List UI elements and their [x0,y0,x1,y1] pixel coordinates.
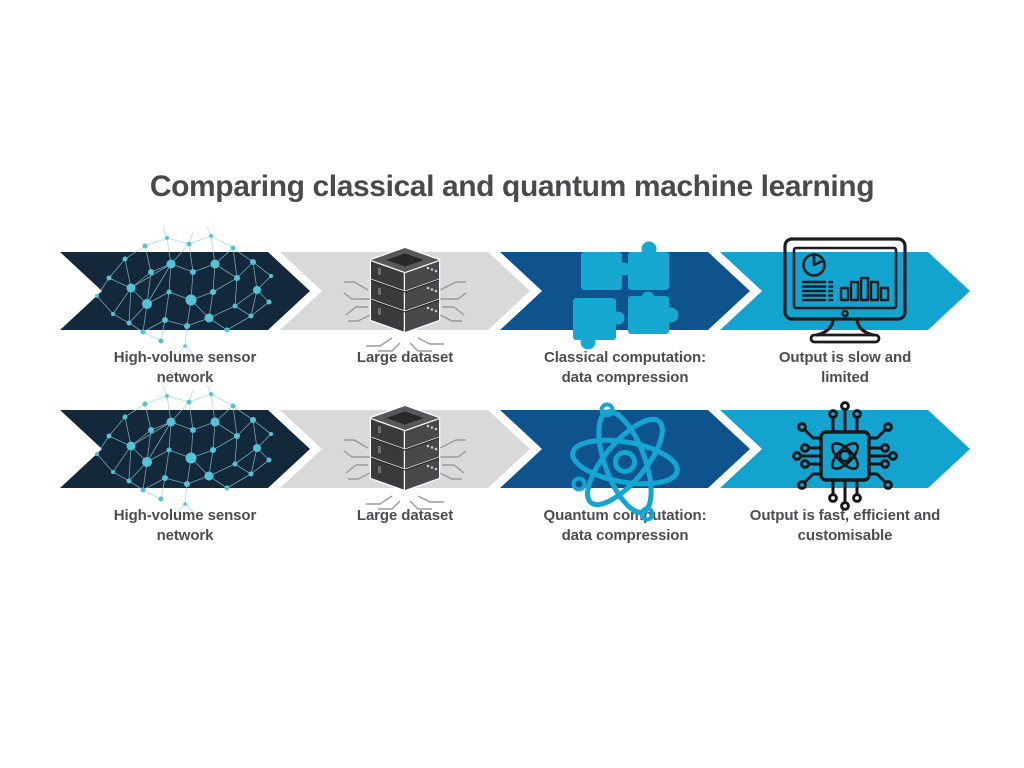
step-sensor-network [60,252,310,330]
step-output-slow [720,252,970,330]
step-sensor-network [60,410,310,488]
step-label: Classical computation: data compression [543,349,706,386]
step-large-dataset [280,252,530,330]
step-label: High-volume sensor network [113,507,257,544]
step-label: Output is slow and limited [778,349,912,386]
step-label: High-volume sensor network [113,349,257,386]
step-label: Large dataset [356,507,454,524]
step-classical-computation [500,252,750,330]
step-label: Output is fast, efficient and customisab… [749,507,941,544]
step-large-dataset [280,410,530,488]
classical-pipeline-row [60,226,970,356]
step-quantum-computation [500,410,750,488]
step-output-fast [720,410,970,488]
page-title: Comparing classical and quantum machine … [149,170,875,203]
step-label: Quantum computation: data compression [543,507,707,544]
step-label: Large dataset [356,349,454,366]
quantum-pipeline-row [60,384,970,522]
